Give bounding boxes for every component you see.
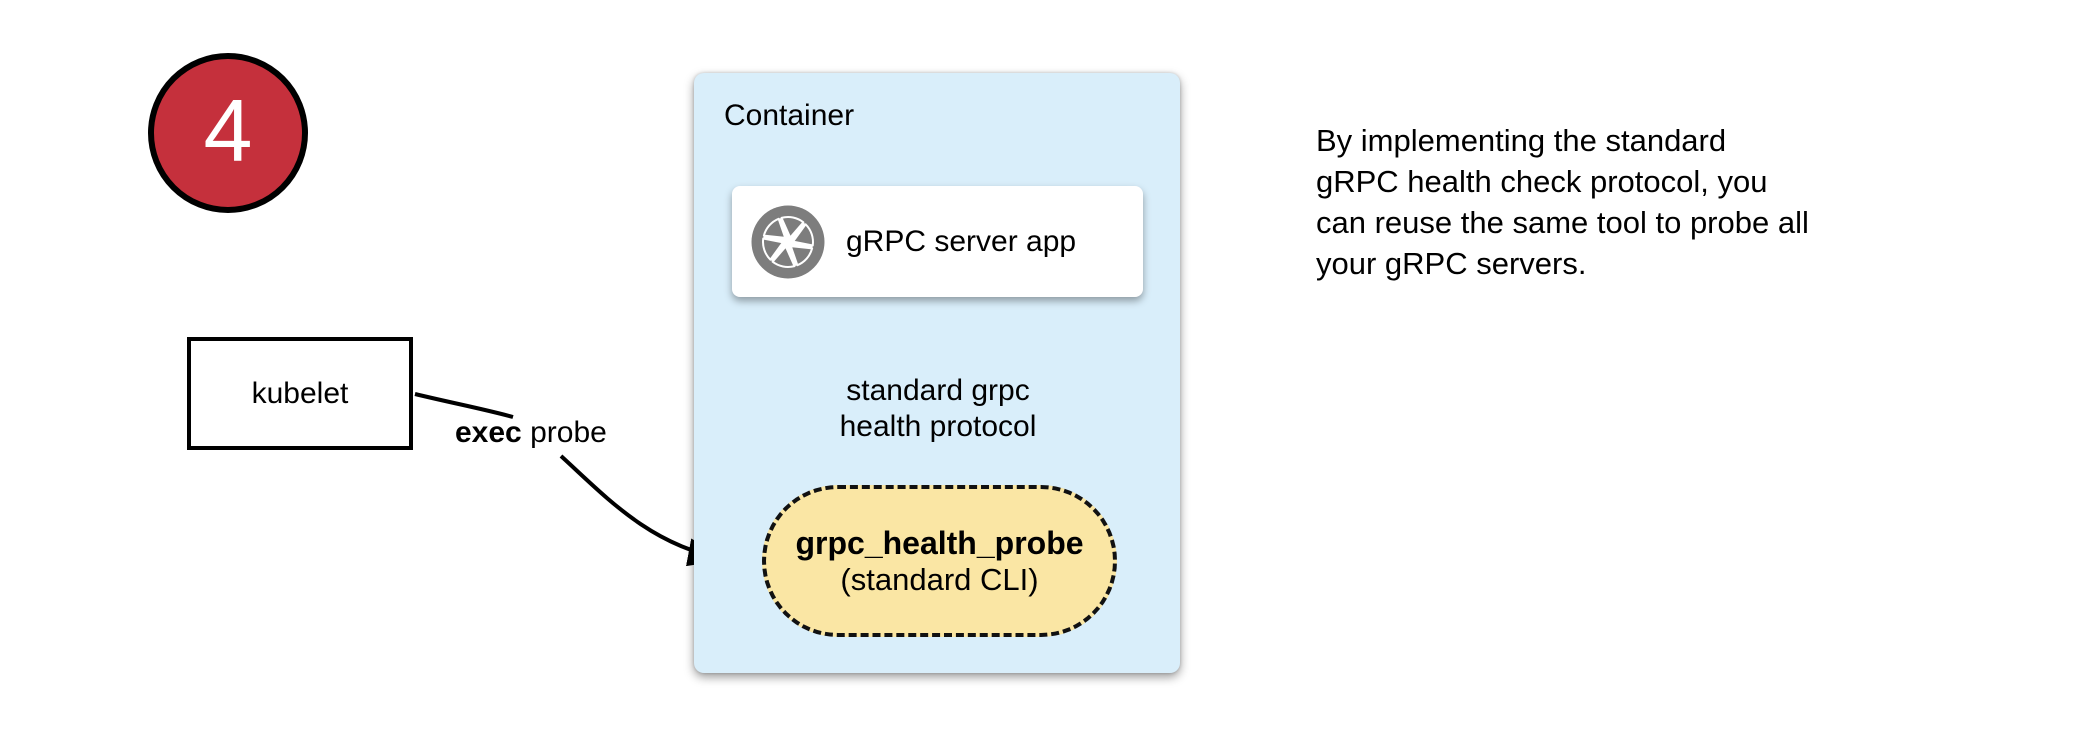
note-line: can reuse the same tool to probe all [1316, 205, 1809, 240]
protocol-label-line2: health protocol [839, 410, 1037, 443]
grpc-health-probe-pill: grpc_health_probe (standard CLI) [762, 485, 1117, 637]
probe-subtitle: (standard CLI) [840, 562, 1039, 597]
protocol-arrow-label: standard grpc health protocol [783, 373, 1093, 445]
exec-probe-arrow-segment1 [414, 392, 514, 419]
step-badge-number: 4 [203, 81, 253, 180]
exec-probe-label: exec probe [455, 416, 607, 450]
aperture-icon [751, 205, 825, 278]
kubelet-label: kubelet [251, 376, 349, 410]
note-line: By implementing the standard [1316, 123, 1727, 158]
grpc-server-app-label: gRPC server app [846, 224, 1077, 258]
probe-name: grpc_health_probe [795, 525, 1084, 561]
grpc-server-app-box: gRPC server app [732, 186, 1143, 297]
kubelet-box: kubelet [187, 337, 413, 450]
exec-probe-label-bold: exec [455, 416, 522, 449]
protocol-label-line1: standard grpc [846, 374, 1030, 407]
container-title: Container [724, 99, 855, 132]
note-line: your gRPC servers. [1316, 246, 1587, 281]
note-paragraph: By implementing the standard gRPC health… [1316, 120, 1916, 284]
container-box: Container gRPC server app standard grpc … [694, 73, 1180, 673]
exec-probe-label-rest: probe [521, 416, 607, 449]
note-line: gRPC health check protocol, you [1316, 164, 1768, 199]
step-badge: 4 [148, 53, 308, 213]
